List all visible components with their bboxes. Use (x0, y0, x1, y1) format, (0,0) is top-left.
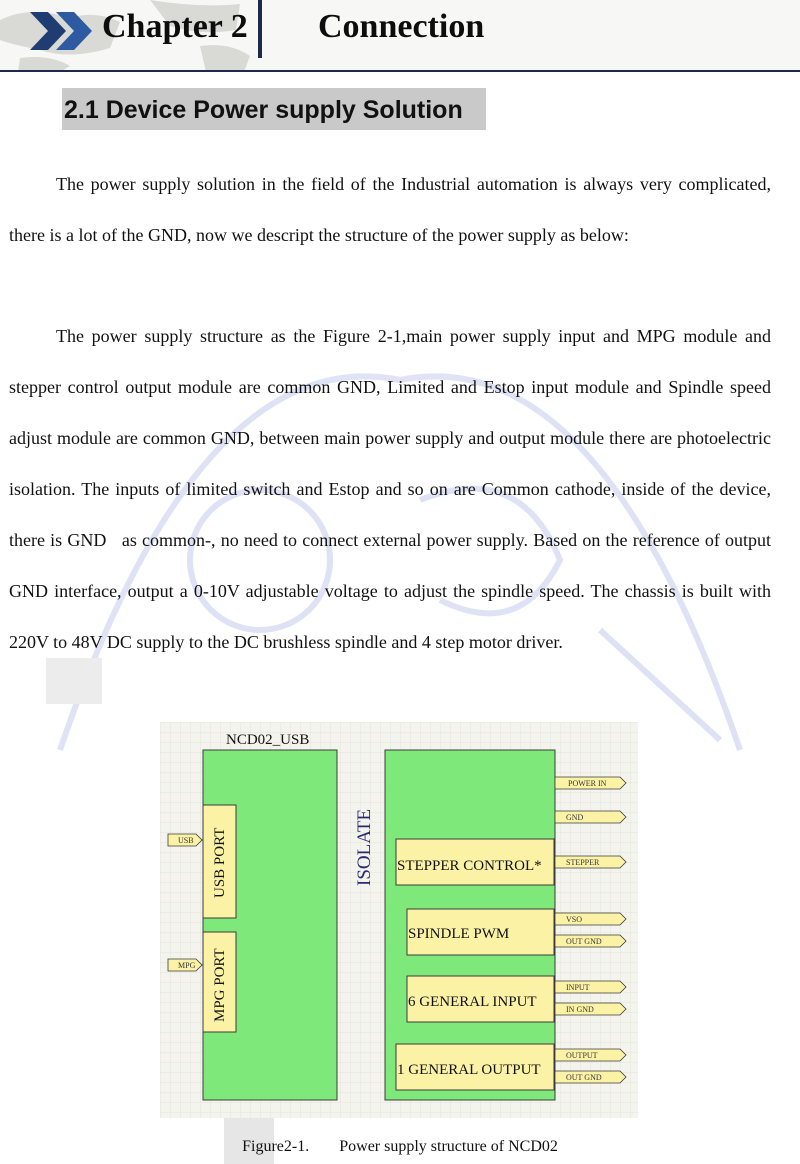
chapter-number: Chapter 2 (102, 8, 248, 45)
mpg-port-label: MPG PORT (212, 948, 228, 1022)
scan-artifact (46, 658, 102, 704)
power-in-pin: POWER IN (554, 776, 627, 790)
general-input-module (406, 975, 555, 1023)
mpg-pin: MPG (167, 958, 203, 972)
stepper-control-label: STEPPER CONTROL* (397, 858, 542, 874)
chapter-title: Connection (318, 8, 485, 45)
paragraph-structure: The power supply structure as the Figure… (9, 326, 771, 652)
svg-text:OUTPUT: OUTPUT (566, 1051, 598, 1060)
caption-text: Power supply structure of NCD02 (339, 1138, 558, 1155)
vso-pin: VSO (554, 912, 627, 926)
paragraph-intro: The power supply solution in the field o… (9, 174, 771, 245)
svg-text:USB: USB (178, 836, 194, 845)
stepper-control-module (395, 838, 555, 886)
device-label: NCD02_USB (226, 732, 309, 748)
general-output-label: 1 GENERAL OUTPUT (397, 1062, 541, 1078)
isolate-label: ISOLATE (354, 809, 375, 886)
usb-pin: USB (167, 833, 203, 847)
world-map-decoration (0, 0, 250, 72)
in-gnd-pin: IN GND (554, 1002, 627, 1016)
svg-text:OUT GND: OUT GND (566, 937, 602, 946)
spindle-out-gnd-pin: OUT GND (554, 934, 627, 948)
svg-text:MPG: MPG (178, 961, 196, 970)
stepper-pin: STEPPER (554, 855, 627, 869)
spindle-pwm-label: SPINDLE PWM (408, 926, 509, 942)
svg-text:OUT GND: OUT GND (566, 1073, 602, 1082)
svg-text:VSO: VSO (566, 915, 582, 924)
output-out-gnd-pin: OUT GND (554, 1070, 627, 1084)
gnd-pin: GND (554, 810, 627, 824)
scan-artifact (224, 1118, 274, 1164)
section-heading: 2.1 Device Power supply Solution (62, 88, 486, 130)
svg-text:INPUT: INPUT (566, 983, 590, 992)
svg-text:STEPPER: STEPPER (566, 858, 600, 867)
svg-text:POWER IN: POWER IN (568, 779, 607, 788)
general-output-module (395, 1043, 555, 1091)
chevron-arrows-icon (30, 12, 92, 50)
output-pin: OUTPUT (554, 1048, 627, 1062)
usb-port-module (202, 804, 237, 919)
power-supply-diagram: NCD02_USB USB PORT MPG PORT USB MPG ISOL… (160, 722, 638, 1118)
header-divider (258, 0, 262, 58)
svg-text:GND: GND (566, 813, 584, 822)
spindle-pwm-module (406, 908, 555, 956)
general-input-label: 6 GENERAL INPUT (408, 994, 537, 1010)
mpg-port-module (202, 931, 237, 1033)
input-pin: INPUT (554, 980, 627, 994)
figure-caption: Figure2-1. Power supply structure of NCD0… (0, 1138, 800, 1156)
caption-number: Figure2-1. (242, 1138, 310, 1155)
chapter-header: Chapter 2 Connection (0, 0, 800, 72)
header-rule (0, 70, 800, 72)
usb-port-label: USB PORT (212, 828, 228, 898)
device-block (202, 749, 338, 1101)
svg-text:IN GND: IN GND (566, 1005, 594, 1014)
